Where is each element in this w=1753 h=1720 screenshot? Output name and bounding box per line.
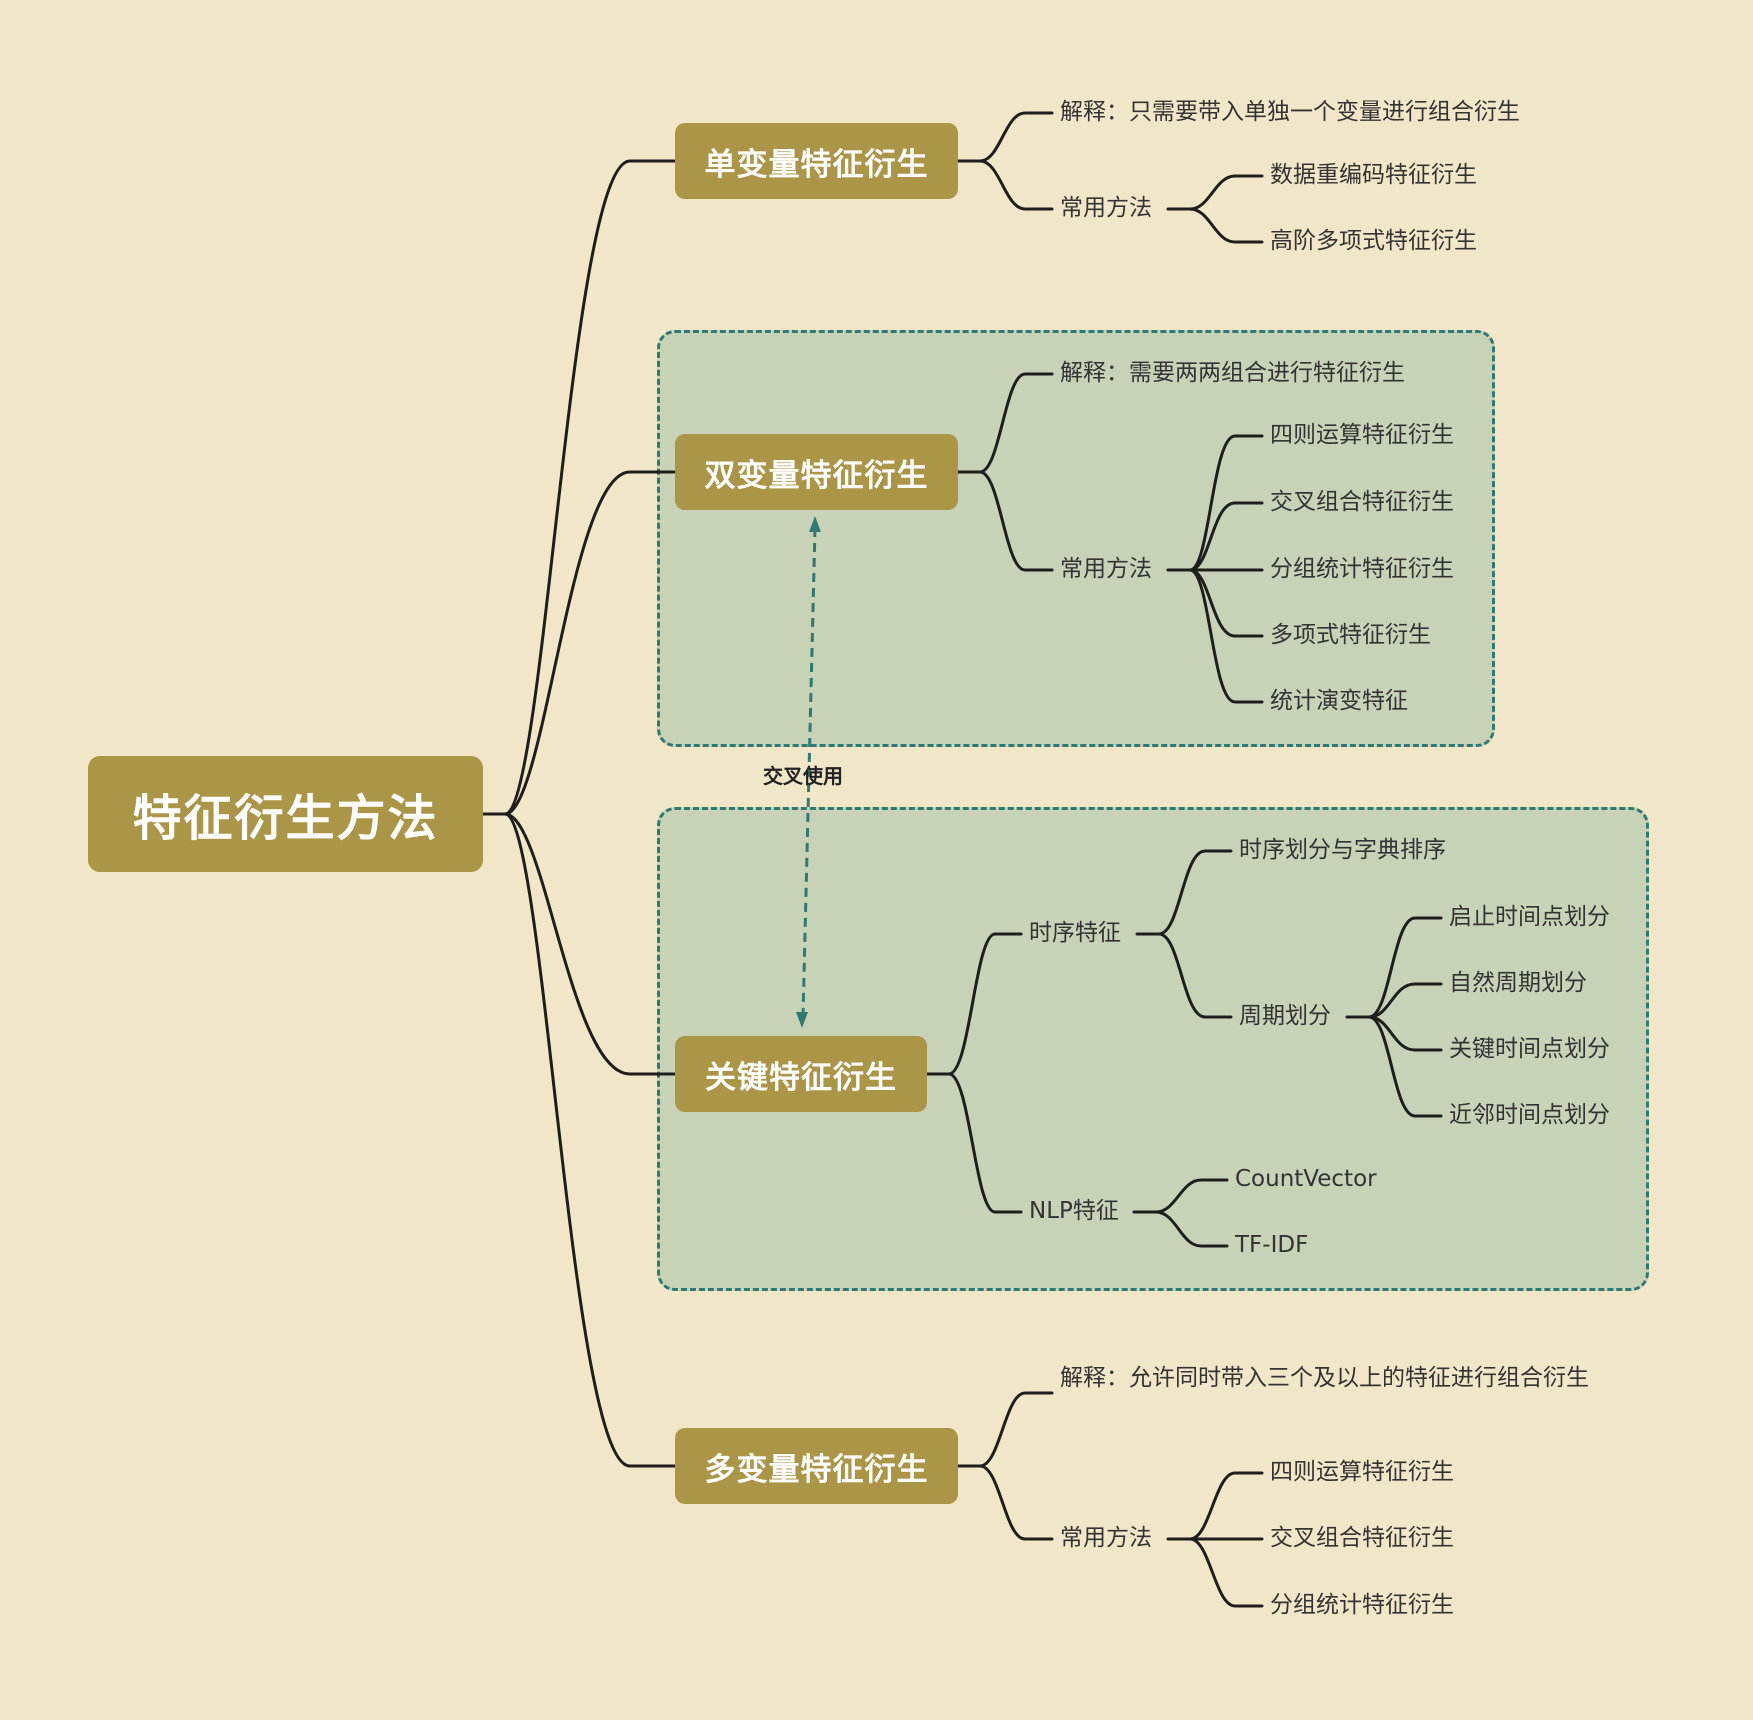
period-item-1[interactable]: 启止时间点划分	[1449, 904, 1610, 930]
connector-multivariate-methods	[978, 1464, 1054, 1541]
bivariate-topic[interactable]: 双变量特征衍生	[675, 434, 958, 510]
univariate-explain[interactable]: 解释：只需要带入单独一个变量进行组合衍生	[1060, 99, 1520, 125]
bivariate-method-3[interactable]: 分组统计特征衍生	[1270, 556, 1454, 582]
multivariate-methods-label[interactable]: 常用方法	[1060, 1525, 1152, 1551]
connector-bivariate-method-5	[1188, 568, 1264, 704]
bivariate-method-2[interactable]: 交叉组合特征衍生	[1270, 489, 1454, 515]
connector-multivariate-method-3	[1188, 1537, 1264, 1608]
timeseries-label[interactable]: 时序特征	[1029, 920, 1121, 946]
connector-root-multivariate	[503, 812, 677, 1468]
connector-bivariate-method-1	[1188, 434, 1264, 572]
period-item-2[interactable]: 自然周期划分	[1449, 970, 1587, 996]
connector-root-univariate	[481, 159, 677, 816]
connector-univariate-methods	[978, 159, 1054, 211]
connector-timeseries-period	[1157, 932, 1233, 1019]
connector-nlp-item-2	[1154, 1210, 1229, 1248]
period-item-3[interactable]: 关键时间点划分	[1449, 1036, 1610, 1062]
root-topic[interactable]: 特征衍生方法	[88, 756, 483, 872]
univariate-methods-label[interactable]: 常用方法	[1060, 195, 1152, 221]
nlp-item-1[interactable]: CountVector	[1235, 1166, 1377, 1192]
univariate-topic[interactable]: 单变量特征衍生	[675, 123, 958, 199]
nlp-item-2[interactable]: TF-IDF	[1235, 1232, 1309, 1258]
bivariate-method-5[interactable]: 统计演变特征	[1270, 688, 1408, 714]
bivariate-method-4[interactable]: 多项式特征衍生	[1270, 622, 1431, 648]
connector-nlp-item-1	[1154, 1178, 1229, 1214]
nlp-label[interactable]: NLP特征	[1029, 1198, 1119, 1224]
bivariate-methods-label[interactable]: 常用方法	[1060, 556, 1152, 582]
connector-period-item-2	[1367, 982, 1443, 1019]
bivariate-explain[interactable]: 解释：需要两两组合进行特征衍生	[1060, 360, 1405, 386]
connector-multivariate-explain	[978, 1391, 1054, 1468]
multivariate-method-2[interactable]: 交叉组合特征衍生	[1270, 1525, 1454, 1551]
connector-period-item-3	[1367, 1015, 1443, 1052]
connector-bivariate-methods	[978, 470, 1054, 572]
connector-root-key	[503, 812, 677, 1076]
relation-arrow-line	[801, 527, 817, 1017]
key-feature-topic[interactable]: 关键特征衍生	[675, 1036, 927, 1112]
relation-arrow-head-down	[796, 1012, 808, 1028]
multivariate-method-1[interactable]: 四则运算特征衍生	[1270, 1459, 1454, 1485]
multivariate-topic[interactable]: 多变量特征衍生	[675, 1428, 958, 1504]
bivariate-group-box	[657, 330, 1495, 747]
multivariate-method-3[interactable]: 分组统计特征衍生	[1270, 1592, 1454, 1618]
relation-label: 交叉使用	[763, 764, 843, 788]
connector-bivariate-method-4	[1188, 568, 1264, 638]
connector-univariate-method-2	[1188, 207, 1264, 244]
connector-bivariate-explain	[978, 372, 1054, 474]
connector-period-item-4	[1367, 1015, 1443, 1118]
connector-univariate-explain	[978, 111, 1054, 163]
connector-key-nlp	[947, 1072, 1023, 1214]
connector-univariate-method-1	[1188, 174, 1264, 211]
connector-key-timeseries	[947, 932, 1023, 1076]
period-label[interactable]: 周期划分	[1239, 1003, 1331, 1029]
connector-multivariate-method-1	[1188, 1471, 1264, 1541]
timeseries-item-1[interactable]: 时序划分与字典排序	[1239, 837, 1446, 863]
connector-bivariate-method-2	[1188, 501, 1264, 572]
univariate-method-1[interactable]: 数据重编码特征衍生	[1270, 162, 1477, 188]
connector-timeseries-item-1	[1157, 849, 1233, 936]
connector-period-item-1	[1367, 916, 1443, 1019]
multivariate-explain[interactable]: 解释：允许同时带入三个及以上的特征进行组合衍生	[1060, 1365, 1589, 1391]
period-item-4[interactable]: 近邻时间点划分	[1449, 1102, 1610, 1128]
univariate-method-2[interactable]: 高阶多项式特征衍生	[1270, 228, 1477, 254]
connector-root-bivariate	[503, 470, 677, 816]
relation-arrow-head-up	[809, 516, 821, 532]
bivariate-method-1[interactable]: 四则运算特征衍生	[1270, 422, 1454, 448]
